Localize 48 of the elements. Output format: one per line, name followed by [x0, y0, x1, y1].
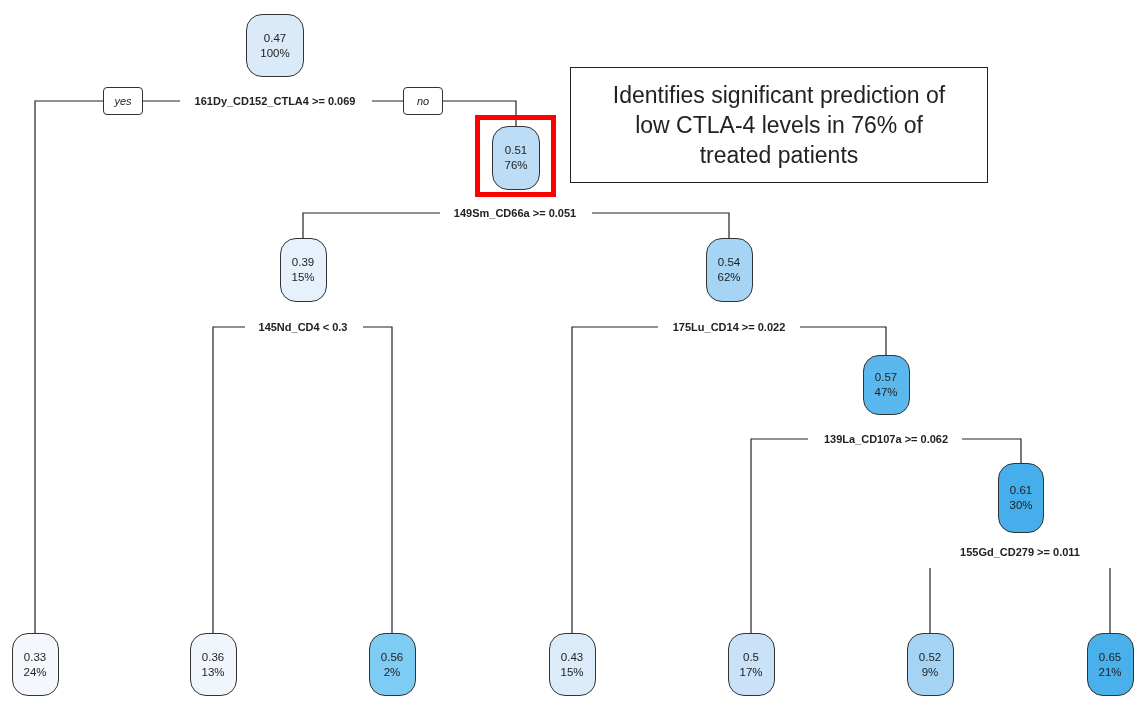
node-value: 0.39	[291, 255, 315, 270]
connector-line	[961, 438, 1022, 464]
connector-line	[591, 212, 730, 239]
node-percent: 9%	[921, 664, 939, 680]
tree-node	[548, 633, 596, 696]
node-percent: 47%	[874, 385, 898, 400]
connector-line	[1109, 567, 1111, 634]
connector-line	[571, 326, 659, 634]
node-percent: 62%	[717, 270, 741, 285]
connector-line	[750, 438, 809, 634]
node-percent: 15%	[291, 270, 315, 285]
node-value: 0.54	[717, 255, 741, 270]
node-value: 0.5	[743, 649, 759, 665]
tree-node	[1086, 633, 1134, 696]
tree-node	[11, 633, 59, 696]
connector-line	[799, 326, 887, 356]
callout-box	[570, 67, 988, 183]
node-percent: 30%	[1009, 498, 1033, 513]
node-percent: 2%	[383, 664, 401, 680]
node-percent: 15%	[560, 664, 584, 680]
tree-node	[727, 633, 775, 696]
callout-text: Identifies significant prediction of low CTLA-4 levels in 76% of treated patients	[611, 81, 947, 170]
node-value: 0.52	[918, 649, 942, 665]
connector-line	[34, 100, 181, 634]
node-value: 0.43	[560, 649, 584, 665]
tree-node	[189, 633, 237, 696]
node-value: 0.57	[874, 370, 898, 385]
node-percent: 21%	[1098, 664, 1122, 680]
node-percent: 100%	[260, 45, 290, 61]
connector-line	[302, 212, 441, 239]
node-value: 0.36	[201, 649, 225, 665]
node-value: 0.56	[380, 649, 404, 665]
tree-node	[368, 633, 416, 696]
node-value: 0.65	[1098, 649, 1122, 665]
connector-line	[212, 326, 246, 634]
node-percent: 76%	[504, 158, 528, 173]
tree-node	[906, 633, 954, 696]
connector-line	[929, 567, 931, 634]
connector-line	[362, 326, 393, 634]
node-value: 0.47	[263, 30, 287, 46]
node-value: 0.51	[504, 143, 528, 158]
node-value: 0.33	[23, 649, 47, 665]
node-percent: 24%	[23, 664, 47, 680]
node-percent: 17%	[739, 664, 763, 680]
node-value: 0.61	[1009, 483, 1033, 498]
edge-label: no	[403, 87, 443, 115]
edge-label: yes	[103, 87, 143, 115]
node-percent: 13%	[201, 664, 225, 680]
